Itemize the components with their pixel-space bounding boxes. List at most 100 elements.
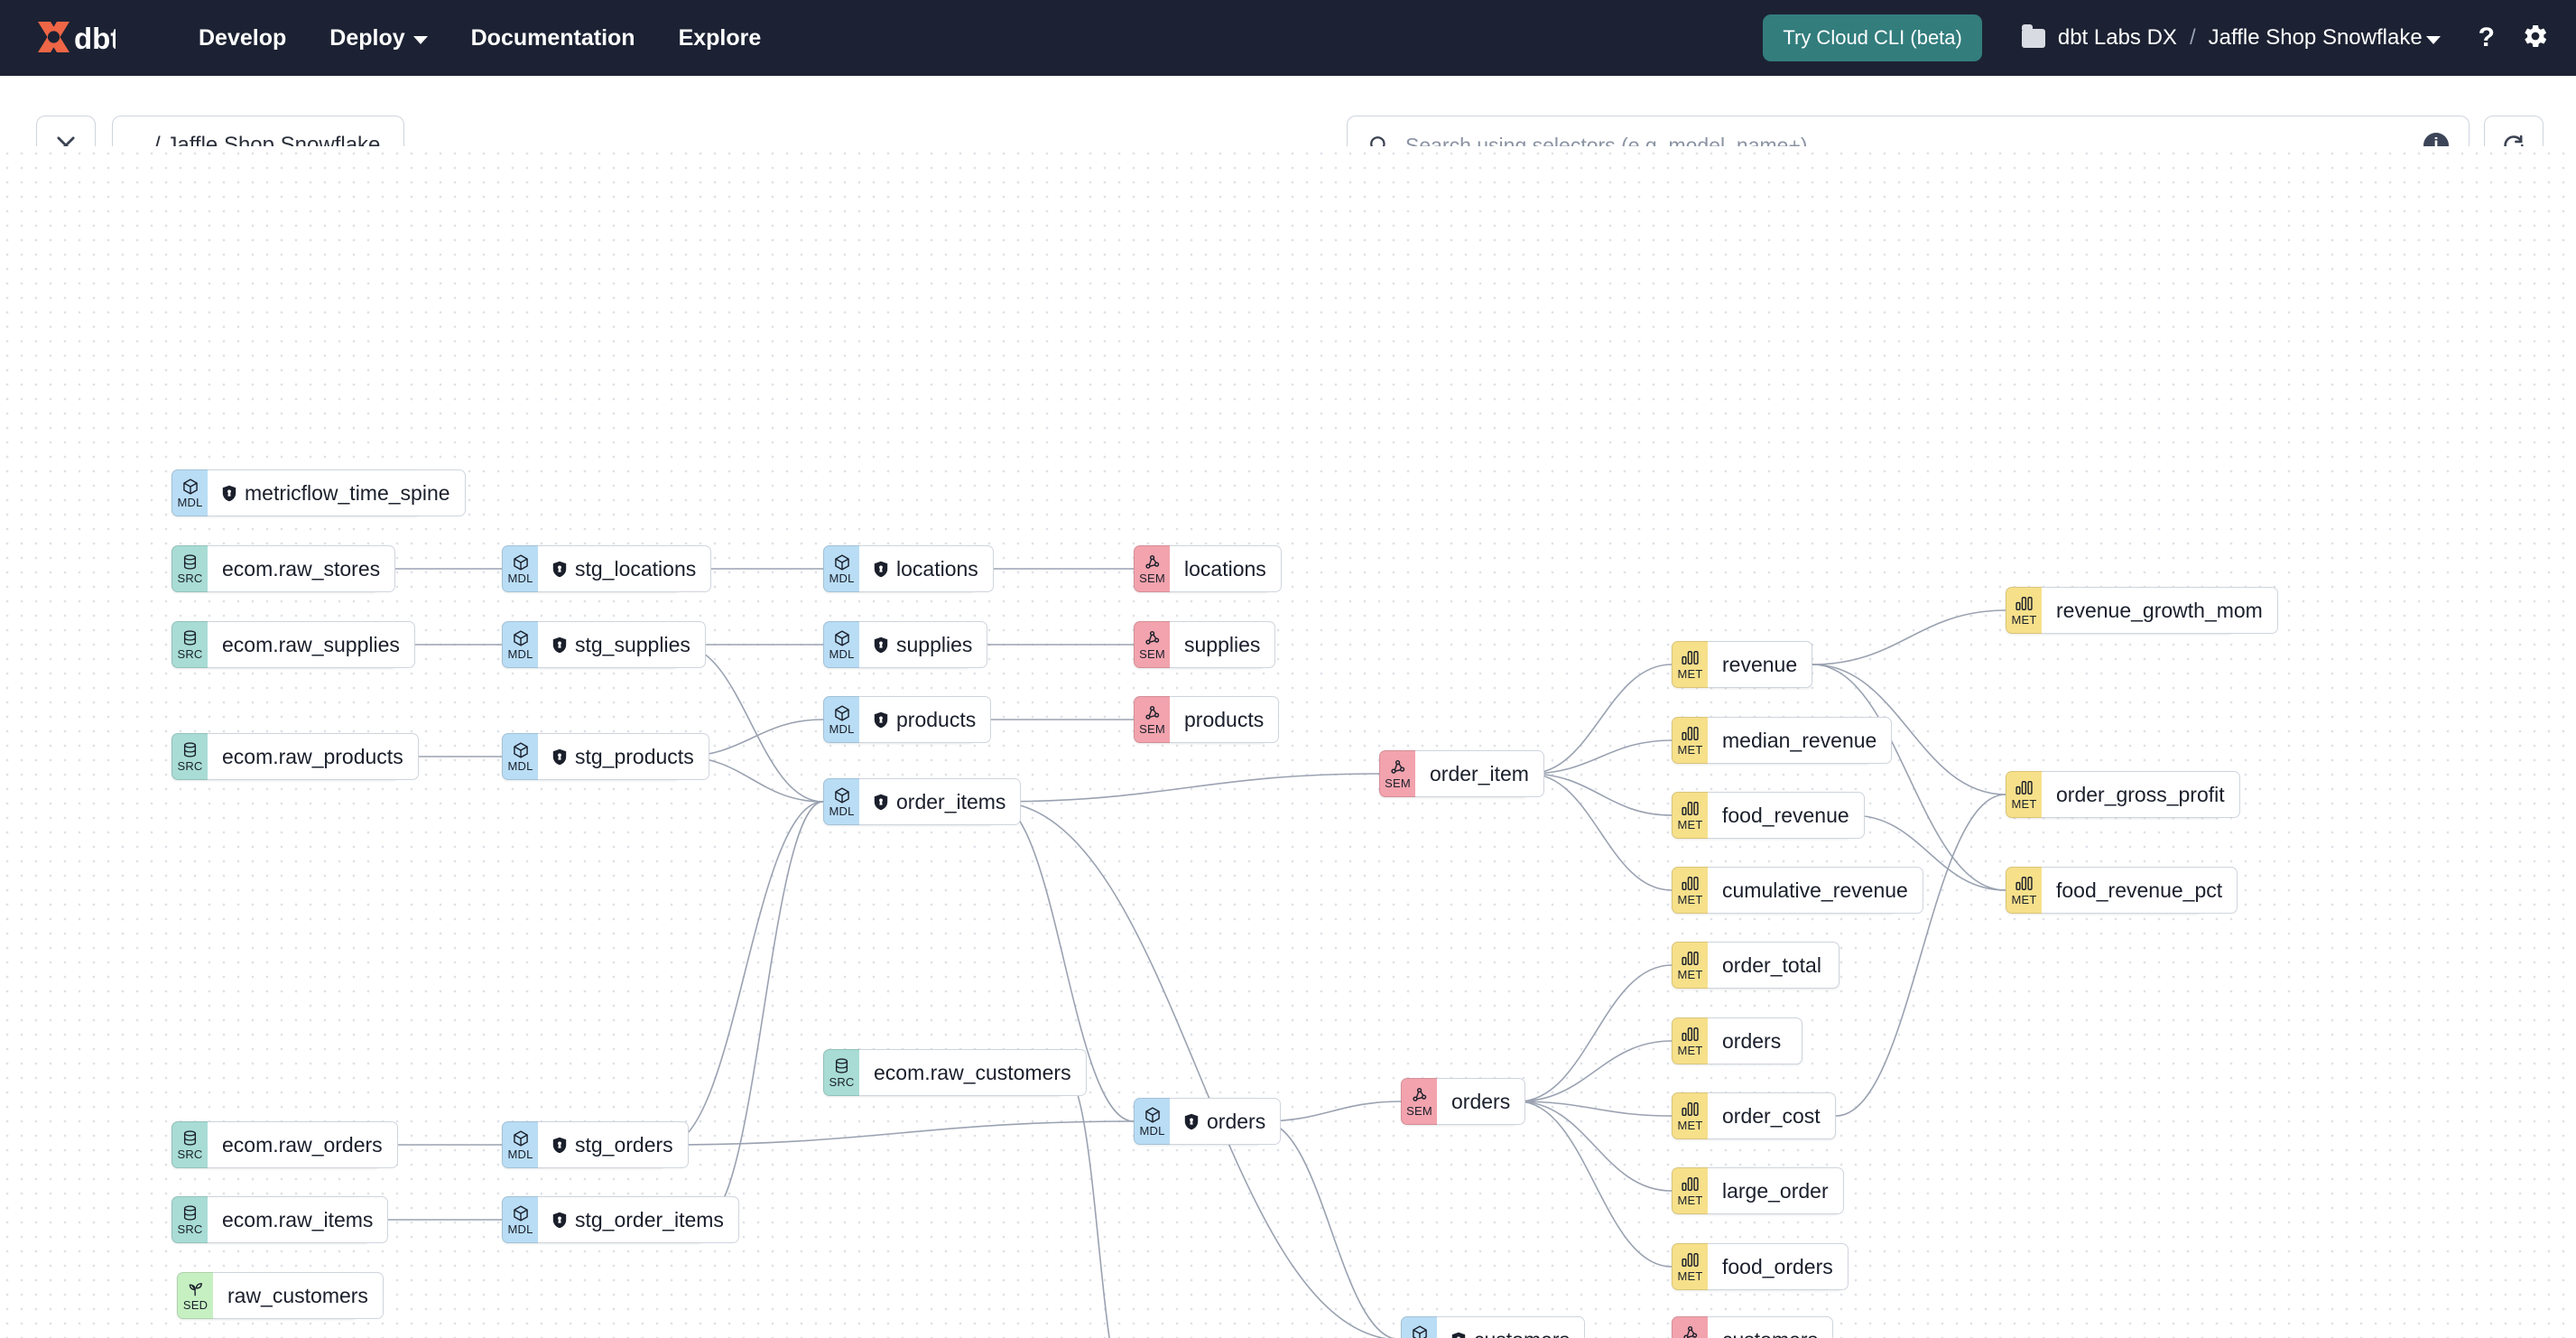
graph-node-orders[interactable]: MDL orders — [1134, 1098, 1282, 1145]
node-type-label: MET — [1677, 667, 1703, 681]
lineage-edge — [703, 801, 824, 1221]
cube-icon — [512, 1129, 530, 1147]
node-type-label: MET — [1677, 818, 1703, 832]
graph-node-sem-supplies[interactable]: SEM supplies — [1134, 621, 1276, 668]
dbt-logo[interactable]: dbt — [32, 16, 116, 60]
node-type-badge-sem: SEM — [1134, 621, 1170, 668]
protected-shield-icon — [874, 711, 888, 728]
cube-icon — [1144, 1106, 1162, 1123]
account-breadcrumb: dbt Labs DX / Jaffle Shop Snowflake — [2021, 23, 2441, 51]
lineage-edge — [665, 801, 824, 1146]
node-body: orders — [1437, 1078, 1526, 1125]
node-type-badge-src: SRC — [171, 621, 208, 668]
node-type-badge-sem: SEM — [1401, 1078, 1437, 1125]
database-icon — [181, 629, 199, 646]
nav-item-develop[interactable]: Develop — [177, 16, 308, 60]
protected-shield-icon — [1184, 1113, 1199, 1129]
bar-chart-icon — [2015, 595, 2034, 612]
gear-icon[interactable] — [2522, 23, 2549, 54]
lineage-edge — [1261, 1101, 1402, 1122]
database-icon — [181, 1204, 199, 1222]
node-label: stg_order_items — [575, 1207, 724, 1231]
node-label: revenue_growth_mom — [2056, 598, 2263, 622]
try-cloud-cli-button[interactable]: Try Cloud CLI (beta) — [1763, 14, 1982, 61]
nav-item-explore[interactable]: Explore — [657, 16, 783, 60]
nav-label: Explore — [678, 24, 762, 51]
node-type-label: SRC — [829, 1075, 855, 1089]
protected-shield-icon — [552, 748, 567, 765]
node-type-label: MDL — [1139, 1124, 1165, 1138]
node-type-label: MET — [1677, 1269, 1703, 1283]
node-type-badge-mdl: MDL — [502, 545, 538, 592]
node-type-label: SEM — [1385, 776, 1411, 790]
node-body: locations — [1170, 545, 1282, 592]
node-body: median_revenue — [1708, 717, 1893, 764]
network-icon — [1144, 629, 1162, 646]
graph-node-met-revenue-growth-mom[interactable]: MET revenue_growth_mom — [2006, 587, 2278, 634]
graph-node-sem-orders[interactable]: SEM orders — [1401, 1078, 1526, 1125]
node-body: locations — [859, 545, 994, 592]
node-label: order_total — [1722, 952, 1821, 977]
node-label: ecom.raw_products — [222, 744, 403, 768]
graph-node-stg-order-items[interactable]: MDL stg_order_items — [502, 1196, 739, 1243]
node-type-label: SEM — [1406, 1104, 1432, 1118]
node-type-badge-met: MET — [2006, 587, 2042, 634]
account-name[interactable]: dbt Labs DX — [2057, 25, 2177, 50]
node-body: ecom.raw_products — [208, 733, 419, 780]
node-type-label: MDL — [507, 1222, 533, 1236]
graph-node-customers[interactable]: MDLcustomers — [1401, 1316, 1586, 1338]
network-icon — [1144, 704, 1162, 721]
cube-icon — [1411, 1324, 1429, 1338]
bar-chart-icon — [1681, 649, 1700, 666]
graph-node-sem-customers[interactable]: SEMcustomers — [1672, 1316, 1834, 1338]
database-icon — [181, 1129, 199, 1147]
nav-item-deploy[interactable]: Deploy — [308, 16, 449, 60]
node-body: supplies — [1170, 621, 1276, 668]
help-icon[interactable]: ? — [2478, 23, 2495, 52]
node-type-label: MET — [1677, 1194, 1703, 1207]
protected-shield-icon — [222, 485, 236, 501]
node-type-label: SRC — [177, 1148, 203, 1161]
node-body: order_cost — [1708, 1092, 1836, 1139]
node-type-label: SEM — [1139, 647, 1165, 661]
project-selector[interactable]: Jaffle Shop Snowflake — [2209, 25, 2441, 51]
node-type-label: MET — [2011, 613, 2037, 627]
node-label: orders — [1207, 1109, 1266, 1133]
lineage-edge — [1812, 664, 2006, 891]
lineage-edge — [1812, 664, 2006, 795]
node-type-badge-src: SRC — [823, 1049, 859, 1096]
node-body: supplies — [859, 621, 988, 668]
nav-item-documentation[interactable]: Documentation — [449, 16, 657, 60]
